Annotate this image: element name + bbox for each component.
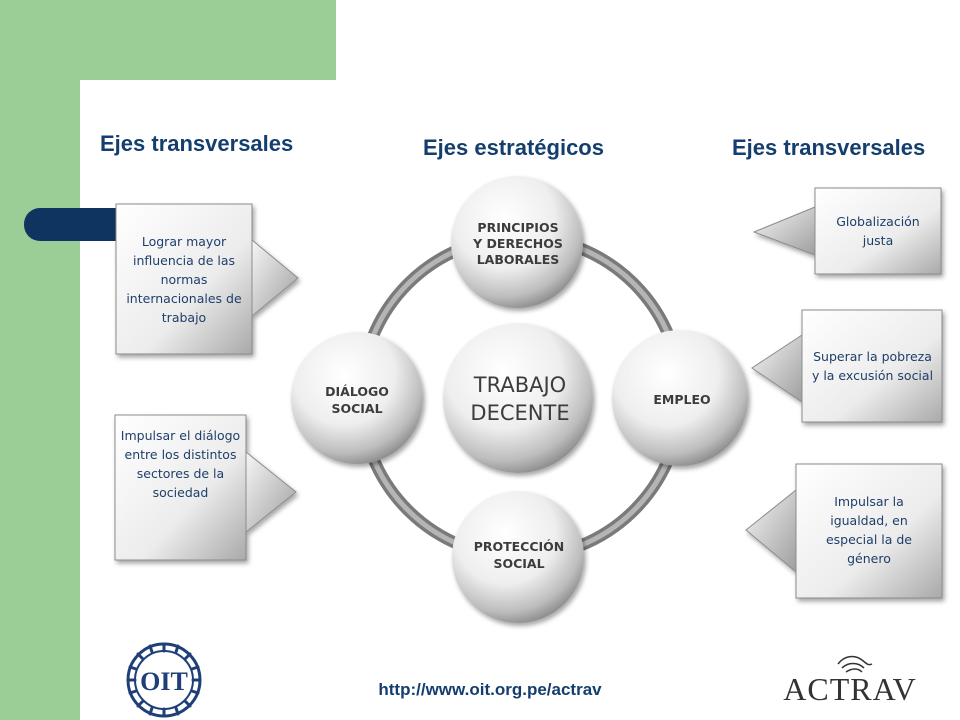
green-top-band	[0, 0, 336, 80]
footer-url[interactable]: http://www.oit.org.pe/actrav	[378, 680, 602, 699]
center-line-1: TRABAJO	[473, 373, 566, 397]
node-proteccion	[452, 491, 584, 623]
left-callout-1-text: Lograr mayor influencia de las normas in…	[126, 233, 242, 325]
node-dialogo-line-2: SOCIAL	[331, 401, 382, 416]
actrav-logo: ACTRAV	[783, 655, 916, 707]
green-sidebar	[0, 0, 80, 720]
heading-left-transversal: Ejes transversales	[100, 131, 294, 156]
handshake-icon	[837, 655, 873, 673]
center-node-trabajo-decente	[443, 323, 593, 473]
node-principios-line-2: Y DERECHOS	[472, 236, 563, 251]
left-callout-2	[114, 414, 297, 561]
node-principios-line-1: PRINCIPIOS	[477, 220, 558, 235]
node-principios	[451, 176, 583, 308]
node-proteccion-line-1: PROTECCIÓN	[474, 539, 565, 554]
left-callout-2-text: Impulsar el diálogo entre los distintos …	[120, 428, 241, 500]
node-principios-line-3: LABORALES	[477, 252, 560, 267]
oit-logo-text: OIT	[140, 667, 188, 696]
navy-tab-decoration	[24, 208, 124, 241]
right-callout-2	[751, 309, 943, 423]
oit-logo: OIT	[126, 642, 202, 718]
right-callout-3-text: Impulsar la igualdad, en especial la de …	[825, 494, 912, 566]
actrav-logo-text: ACTRAV	[783, 671, 916, 707]
node-empleo-line-1: EMPLEO	[653, 392, 710, 407]
node-empleo	[612, 330, 748, 466]
right-callout-2-text: Superar la pobreza y la excusión social	[811, 349, 934, 383]
node-dialogo-line-1: DIÁLOGO	[325, 384, 389, 399]
right-callout-1	[752, 187, 942, 275]
node-proteccion-line-2: SOCIAL	[493, 556, 544, 571]
heading-right-transversal: Ejes transversales	[732, 135, 926, 160]
right-callout-1-text: Globalización justa	[836, 214, 920, 248]
center-line-2: DECENTE	[470, 401, 569, 425]
node-dialogo	[291, 332, 423, 464]
left-callout-1	[115, 203, 299, 355]
heading-strategic: Ejes estratégicos	[423, 135, 604, 160]
right-callout-3	[745, 463, 943, 599]
